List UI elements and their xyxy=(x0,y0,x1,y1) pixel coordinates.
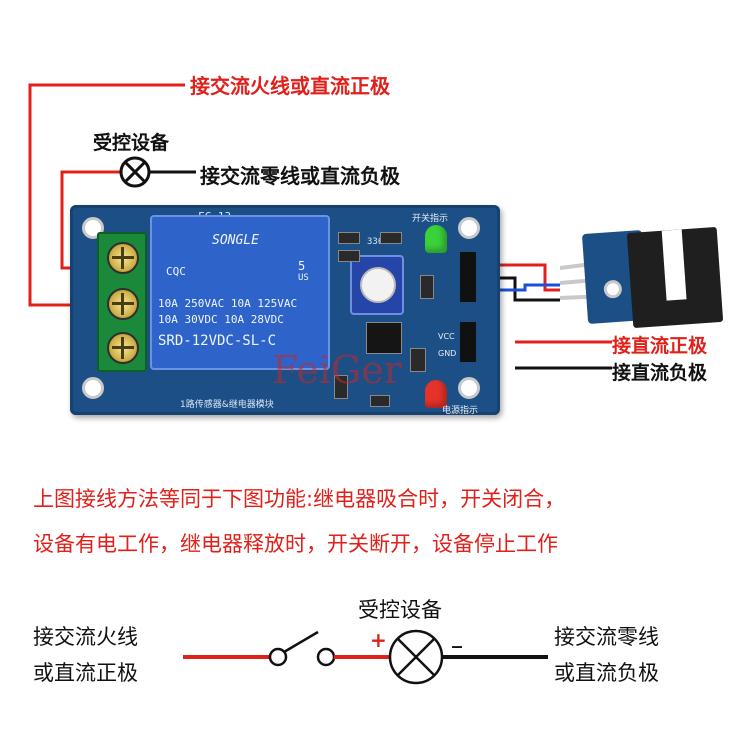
sensor-wire-blue xyxy=(495,283,560,292)
smd-capacitor xyxy=(410,348,426,372)
switch-indicator-led xyxy=(425,225,447,253)
relay-number: 5 xyxy=(298,259,306,273)
label-dc-negative: 接直流负极 xyxy=(612,362,708,384)
sensor-pin-header xyxy=(460,252,476,302)
label-controlled-device-bottom: 受控设备 xyxy=(358,598,442,622)
description-line-1: 上图接线方法等同于下图功能:继电器吸合时，开关闭合， xyxy=(33,487,566,511)
smd-transistor xyxy=(334,375,348,399)
switch-blade-icon xyxy=(283,630,319,654)
slot-optocoupler xyxy=(626,226,724,329)
power-indicator-led xyxy=(425,380,447,408)
relay-brand: SONGLE xyxy=(212,233,259,248)
relay-rating-line-2: 10A 30VDC 10A 28VDC xyxy=(158,313,284,326)
relay-us-mark: US xyxy=(298,273,309,283)
terminal-screw-icon xyxy=(107,242,139,274)
optocoupler-slot xyxy=(661,229,687,301)
terminal-screw-icon xyxy=(107,288,139,320)
comparator-chip xyxy=(366,322,402,354)
power-indicator-label: 电源指示 xyxy=(442,406,479,416)
smd-resistor xyxy=(380,232,402,244)
power-pin-header xyxy=(460,322,476,362)
label-dc-positive: 接直流正极 xyxy=(612,335,708,357)
board-bottom-silkscreen: 1路传感器&继电器模块 xyxy=(180,400,274,410)
description-line-2: 设备有电工作，继电器释放时，开关断开，设备停止工作 xyxy=(33,532,558,556)
switch-contact-left-icon xyxy=(268,647,288,667)
pin-gnd-label: GND xyxy=(438,349,457,358)
label-controlled-device-top: 受控设备 xyxy=(93,132,170,154)
mount-hole-icon xyxy=(458,377,480,399)
mount-hole-icon xyxy=(458,217,480,239)
switch-contact-right-icon xyxy=(316,647,336,667)
relay-rating-line-1: 10A 250VAC 10A 125VAC xyxy=(158,297,298,310)
minus-sign: _ xyxy=(452,624,462,648)
sensor-wire-red xyxy=(495,263,560,292)
plus-sign: + xyxy=(370,628,387,652)
watermark: FeiGer xyxy=(272,348,402,392)
label-ac-live-dc-positive: 接交流火线或直流正极 xyxy=(190,74,390,98)
smd-resistor xyxy=(338,232,360,244)
relay-cert: CQC xyxy=(166,265,186,278)
smd-capacitor xyxy=(420,275,434,299)
bottom-right-label-line-1: 接交流零线 xyxy=(554,625,659,649)
bottom-right-label-line-2: 或直流负极 xyxy=(554,661,659,685)
sensor-mount-hole-icon xyxy=(603,279,623,299)
smd-resistor xyxy=(370,395,390,407)
mount-hole-icon xyxy=(82,377,104,399)
bottom-left-label-line-1: 接交流火线 xyxy=(33,625,138,649)
switch-indicator-label: 开关指示 xyxy=(412,214,449,224)
label-ac-neutral-dc-negative: 接交流零线或直流负极 xyxy=(200,164,400,188)
screw-terminal-block xyxy=(97,232,147,372)
pot-knob-icon xyxy=(360,267,396,303)
relay: SONGLE CQC 5 US 10A 250VAC 10A 125VAC 10… xyxy=(150,215,330,370)
bottom-left-label-line-2: 或直流正极 xyxy=(33,661,138,685)
terminal-screw-icon xyxy=(107,332,139,364)
smd-resistor xyxy=(338,250,360,262)
relay-model: SRD-12VDC-SL-C xyxy=(158,333,277,349)
pot-code: 3362 xyxy=(367,237,389,247)
potentiometer xyxy=(350,255,404,315)
pin-vcc-label: VCC xyxy=(438,332,455,341)
live-wire xyxy=(28,83,185,307)
